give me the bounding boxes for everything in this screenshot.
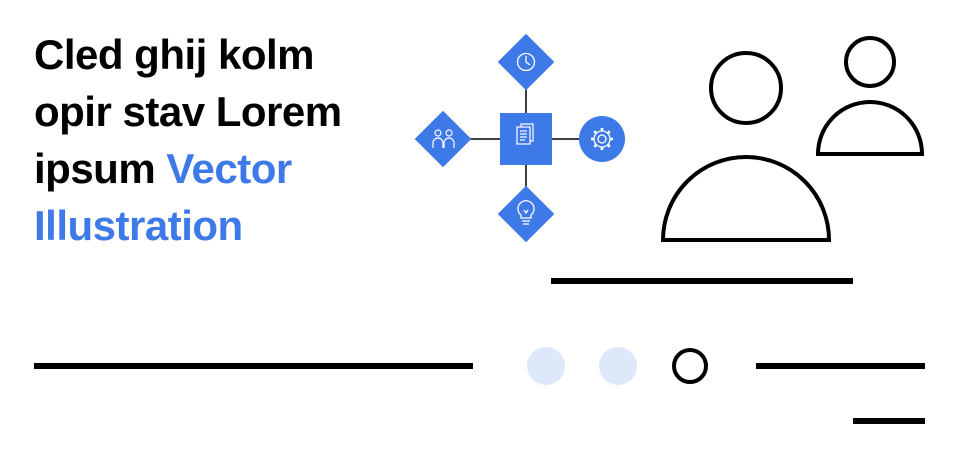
clock-icon bbox=[516, 52, 536, 72]
workflow-node-people bbox=[414, 110, 472, 168]
pagination-dot-1 bbox=[527, 347, 565, 385]
workflow-node-document bbox=[500, 113, 552, 165]
user-large-icon bbox=[660, 51, 832, 242]
document-icon bbox=[516, 123, 534, 145]
pagination-dots bbox=[527, 347, 708, 385]
workflow-node-gear bbox=[579, 116, 625, 162]
gear-icon bbox=[591, 128, 613, 150]
workflow-node-lightbulb bbox=[497, 185, 555, 243]
user-small-icon bbox=[815, 36, 925, 156]
people-icon bbox=[432, 129, 455, 148]
headline-line-3: ipsum bbox=[34, 145, 167, 192]
headline: Cled ghij kolm opir stav Lorem ipsum Vec… bbox=[34, 26, 434, 254]
pagination-dot-2 bbox=[599, 347, 637, 385]
headline-accent-illustration: Illustration bbox=[34, 202, 243, 249]
headline-line-2: opir stav Lorem bbox=[34, 88, 342, 135]
headline-line-1: Cled ghij kolm bbox=[34, 31, 315, 78]
headline-accent-vector: Vector bbox=[166, 145, 292, 192]
lightbulb-icon bbox=[517, 200, 535, 225]
workflow-node-clock bbox=[497, 33, 555, 91]
pagination-dot-3 bbox=[672, 348, 708, 384]
